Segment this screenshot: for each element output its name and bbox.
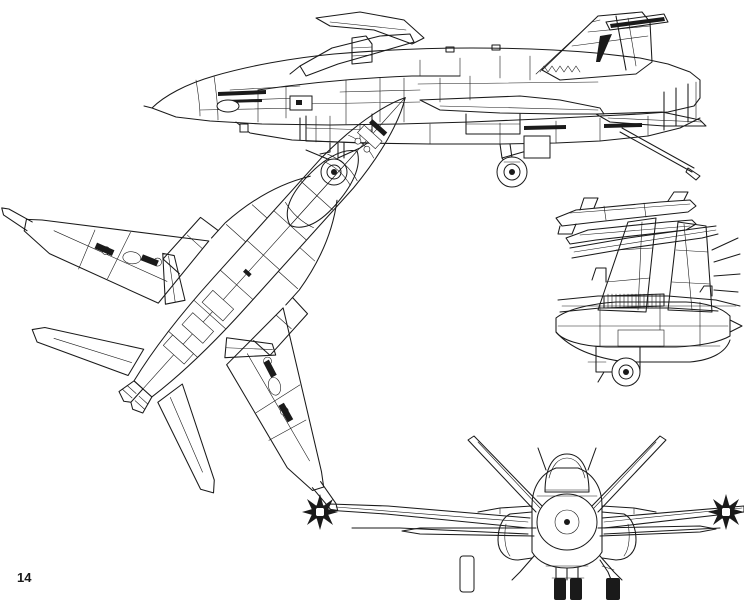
side-vertical-stabilizers xyxy=(535,11,669,81)
side-main-landing-gear xyxy=(496,135,551,188)
plan-nose-detail xyxy=(162,119,388,365)
front-vertical-stabilizers xyxy=(467,435,667,513)
view-rear xyxy=(555,191,743,387)
side-engine-intake xyxy=(299,113,373,144)
view-plan xyxy=(1,97,406,511)
front-ventral-store xyxy=(459,555,475,593)
rear-vertical-stabilizers xyxy=(597,217,713,313)
front-right-wingtip-missile xyxy=(708,494,744,530)
rear-serrated-panel xyxy=(603,293,665,309)
side-tailhook xyxy=(619,127,701,181)
plan-wings xyxy=(1,207,339,511)
front-canopy xyxy=(544,453,590,493)
rear-wing-and-missiles xyxy=(555,191,719,259)
front-intakes xyxy=(497,511,637,561)
rear-antennas xyxy=(699,237,741,297)
front-main-landing-gear xyxy=(599,559,620,600)
plan-vertical-stabilizers xyxy=(162,252,277,359)
view-front xyxy=(302,435,744,600)
page-number: 14 xyxy=(17,570,32,585)
side-horizontal-stabilizer xyxy=(595,111,707,127)
plan-exhaust-nozzles xyxy=(118,380,153,414)
plan-canopy xyxy=(285,150,359,229)
front-lex xyxy=(477,505,657,515)
rear-main-landing-gear xyxy=(587,346,641,387)
plan-horizontal-stabilizers xyxy=(31,326,215,494)
side-panel-lines xyxy=(199,44,642,133)
plan-lex xyxy=(210,175,338,306)
side-fuselage-outline xyxy=(143,47,701,126)
front-left-wingtip-missile xyxy=(302,494,338,530)
front-fuselage xyxy=(531,467,603,569)
side-canopy-open xyxy=(289,11,425,77)
front-pitot-probes xyxy=(537,447,597,471)
plan-intakes xyxy=(162,216,309,356)
front-nose-landing-gear xyxy=(551,567,585,600)
front-horizontal-stabilizers xyxy=(401,525,717,537)
